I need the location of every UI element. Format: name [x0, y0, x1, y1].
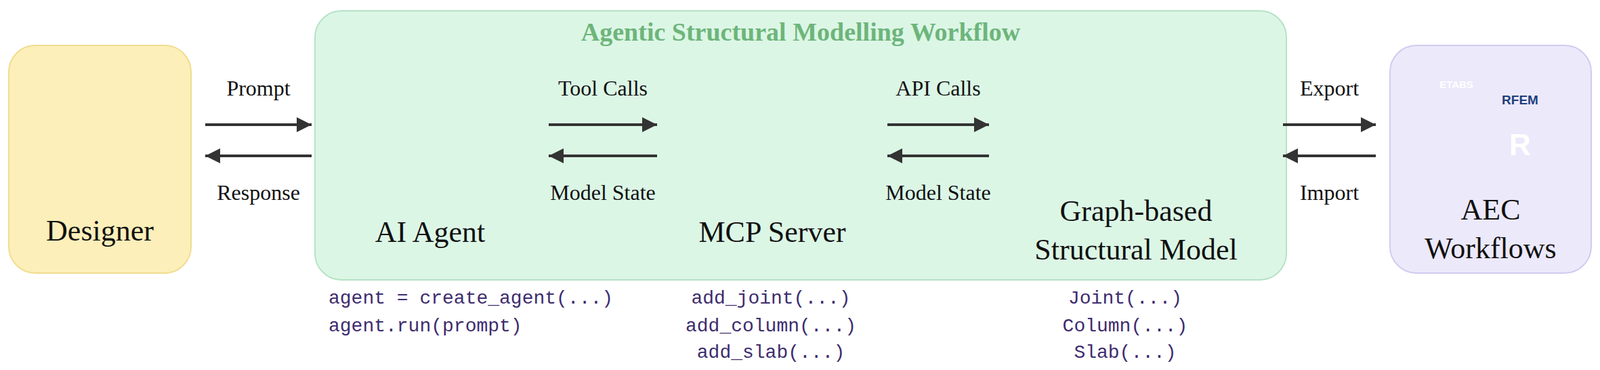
code-snippet: Column(...)	[1062, 314, 1189, 339]
node-label: Designer	[46, 211, 154, 250]
code-snippet: add_column(...)	[685, 314, 857, 339]
edge-label: Tool Calls	[558, 74, 648, 102]
server-node: MCP Server	[670, 74, 874, 268]
node-label: Graph-based Structural Model	[1010, 191, 1262, 269]
node-label: MCP Server	[698, 212, 846, 252]
flow-arrow	[205, 123, 312, 126]
flow-arrow	[205, 154, 312, 158]
edge-label: Prompt	[226, 74, 290, 102]
edge-label: Model State	[885, 178, 992, 206]
designer-box: Designer	[8, 44, 192, 274]
code-snippet: Joint(...)	[1068, 287, 1183, 311]
code-snippet: add_joint(...)	[690, 287, 851, 311]
workflow-group: Agentic Structural Modelling Workflow AI …	[314, 10, 1288, 281]
edge-label: API Calls	[895, 74, 981, 102]
agent-node: AI Agent	[325, 74, 536, 268]
code-snippet: agent.run(prompt)	[328, 314, 523, 339]
code-snippet: agent = create_agent(...)	[328, 287, 614, 311]
node-label: AEC Workflows	[1397, 190, 1584, 268]
code-snippet: add_slab(...)	[697, 341, 845, 365]
edge-label: Import	[1299, 178, 1359, 206]
node-label: AI Agent	[375, 212, 486, 252]
group-title: Agentic Structural Modelling Workflow	[315, 16, 1286, 47]
workflow-box: AEC Workflows	[1389, 44, 1592, 274]
logo-text: R	[1509, 127, 1531, 162]
logo-text: ETABS	[1439, 78, 1474, 91]
model-node: Graph-based Structural Model	[1002, 74, 1270, 275]
flow-arrow	[1282, 154, 1376, 158]
flow-arrow	[1282, 123, 1376, 126]
edge-label: Response	[216, 178, 301, 206]
edge-label: Model State	[550, 178, 656, 206]
edge-label: Export	[1299, 74, 1359, 102]
code-snippet: Slab(...)	[1073, 341, 1176, 365]
logo-text: RFEM	[1501, 92, 1539, 108]
